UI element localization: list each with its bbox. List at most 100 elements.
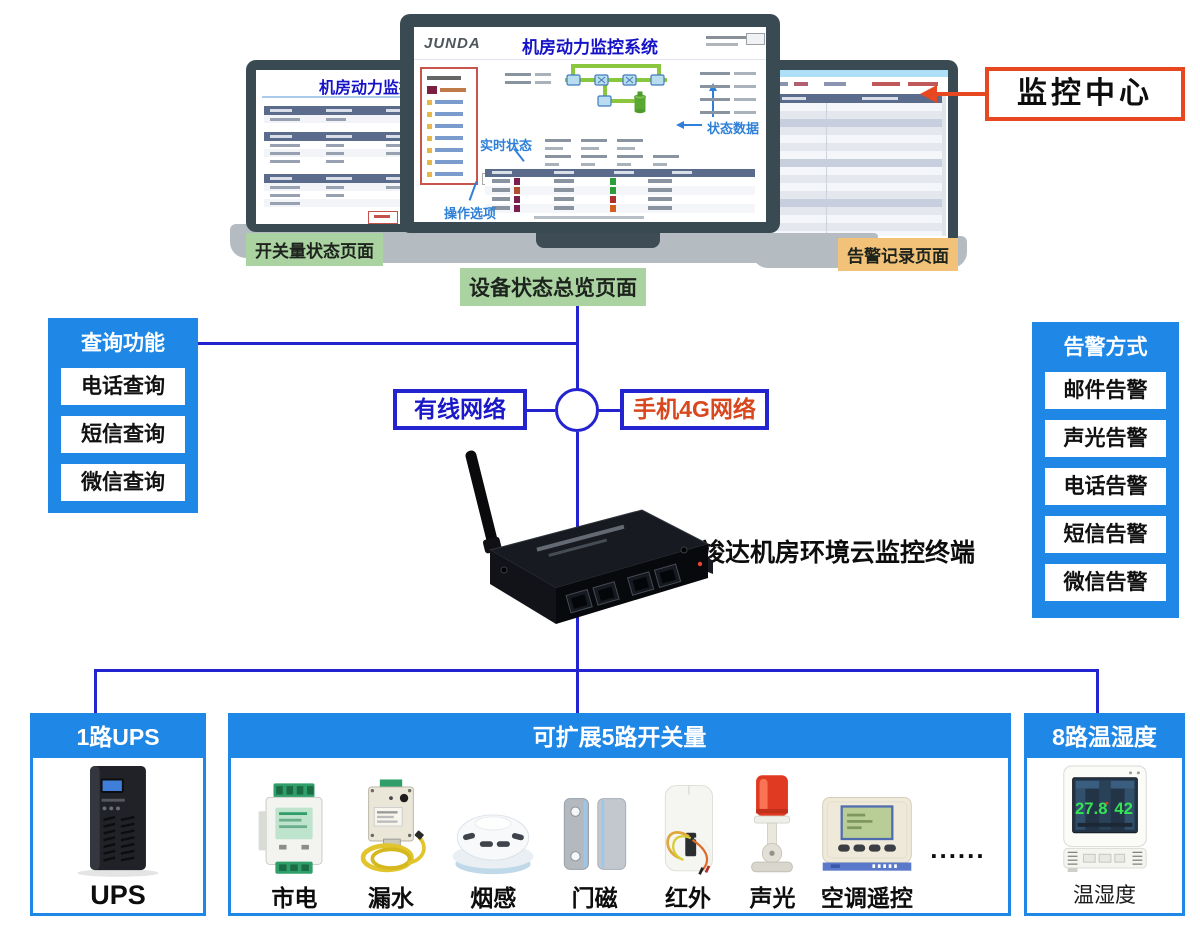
- decor-bar: [270, 160, 300, 163]
- decor-bar: [700, 111, 730, 114]
- menu-row: [425, 84, 473, 96]
- decor-bar: [326, 160, 344, 163]
- decor-bar: [734, 111, 756, 114]
- smoke-detector-image: [452, 814, 534, 875]
- decor-bar: [270, 177, 292, 180]
- antenna: [465, 450, 502, 554]
- decor-bar: [326, 186, 344, 189]
- door-magnet-image: [563, 798, 626, 870]
- power-flow-diagram: [565, 64, 667, 114]
- decor-bar: [264, 183, 502, 191]
- decor-bar: [554, 197, 574, 201]
- group-ups-title: 1路UPS: [33, 716, 203, 758]
- wired-network-label: 有线网络: [393, 389, 527, 430]
- decor-bar: [326, 177, 352, 180]
- ups-device-image: [77, 766, 159, 877]
- decor-bar: [264, 199, 502, 207]
- decor-bar: [485, 177, 755, 186]
- device-label: 漏水: [367, 885, 414, 911]
- decor-bar: [653, 155, 679, 158]
- decor-bar: [872, 82, 900, 86]
- decor-bar: [535, 81, 551, 84]
- alarm-panel: 告警方式 邮件告警 声光告警 电话告警 短信告警 微信告警: [1032, 322, 1179, 618]
- hinge-notch: [536, 233, 660, 248]
- decor-bar: [648, 206, 672, 210]
- decor-bar: [581, 155, 607, 158]
- annotation-status: 状态数据: [707, 121, 760, 136]
- decor-bar: [270, 118, 300, 121]
- decor-bar: [264, 141, 502, 149]
- arrowhead-left: [676, 121, 684, 129]
- center-screen-title: 机房动力监控系统: [522, 38, 658, 57]
- right-laptop: [742, 60, 958, 246]
- connector-line: [526, 409, 555, 412]
- mains-power-image: [258, 783, 323, 874]
- decor-bar: [756, 199, 944, 207]
- decor-bar: [264, 157, 502, 165]
- menu-row: [425, 72, 473, 84]
- group-switch-inputs: 可扩展5路开关量 市电: [228, 713, 1011, 916]
- decor-bar: [514, 196, 520, 203]
- decor-bar: [908, 82, 938, 86]
- decor-bar: [648, 197, 672, 201]
- decor-bar: [706, 43, 738, 46]
- decor-bar: [700, 98, 730, 101]
- decor-bar: [535, 73, 551, 76]
- decor-bar: [374, 215, 390, 218]
- decor-bar: [505, 81, 531, 84]
- connector-line: [576, 297, 579, 389]
- center-laptop-screen: JUNDA 机房动力监控系统: [414, 27, 766, 222]
- group-temp-title: 8路温湿度: [1027, 716, 1182, 758]
- decor-bar: [485, 186, 755, 195]
- decor-bar: [610, 205, 616, 212]
- water-leak-image: [360, 779, 426, 873]
- infrared-image: [664, 785, 713, 875]
- sound-light-image: [751, 775, 794, 873]
- decor-bar: [734, 85, 756, 88]
- decor-bar: [752, 70, 948, 77]
- decor-bar: [756, 119, 944, 127]
- decor-bar: [648, 179, 672, 183]
- decor-bar: [270, 152, 300, 155]
- decor-bar: [610, 196, 616, 203]
- decor-bar: [778, 82, 788, 86]
- network-hub-node: [555, 388, 599, 432]
- alarm-item-soundlight: 声光告警: [1045, 420, 1166, 457]
- annotation-arrow: [684, 124, 702, 126]
- device-sound-light: 声光: [741, 771, 803, 913]
- decor-bar: [756, 94, 944, 103]
- decor-bar: [862, 97, 898, 100]
- device-label: 声光: [749, 885, 796, 911]
- decor-bar: [264, 106, 502, 115]
- decor-bar: [545, 155, 571, 158]
- alarm-item-phone: 电话告警: [1045, 468, 1166, 505]
- decor-bar: [545, 163, 559, 166]
- decor-bar: [492, 188, 510, 192]
- device-water-leak: 漏水: [350, 777, 432, 913]
- decor-bar: [545, 147, 563, 150]
- decor-bar: [264, 115, 502, 123]
- decor-bar: [264, 174, 502, 183]
- decor-bar: [672, 171, 692, 174]
- decor-bar: [326, 194, 344, 197]
- decor-bar: [826, 103, 827, 236]
- query-item-wechat: 微信查询: [61, 464, 185, 501]
- terminal-device-image: [465, 450, 713, 624]
- decor-bar: [514, 187, 520, 194]
- menu-row: [425, 120, 473, 132]
- caption-alarm-record-page: 告警记录页面: [838, 238, 958, 271]
- connector-line: [94, 669, 97, 714]
- device-label: 市电: [271, 885, 318, 911]
- decor-bar: [700, 85, 730, 88]
- query-item-sms: 短信查询: [61, 416, 185, 453]
- decor-bar: [617, 155, 643, 158]
- device-mains-power: 市电: [253, 781, 335, 913]
- query-panel-title: 查询功能: [81, 332, 165, 355]
- decor-bar: [264, 149, 502, 157]
- decor-bar: [262, 96, 504, 98]
- caption-switch-status-page: 开关量状态页面: [246, 233, 383, 266]
- connector-line: [197, 342, 576, 345]
- alarm-item-email: 邮件告警: [1045, 372, 1166, 409]
- decor-bar: [492, 179, 510, 183]
- decor-bar: [270, 144, 300, 147]
